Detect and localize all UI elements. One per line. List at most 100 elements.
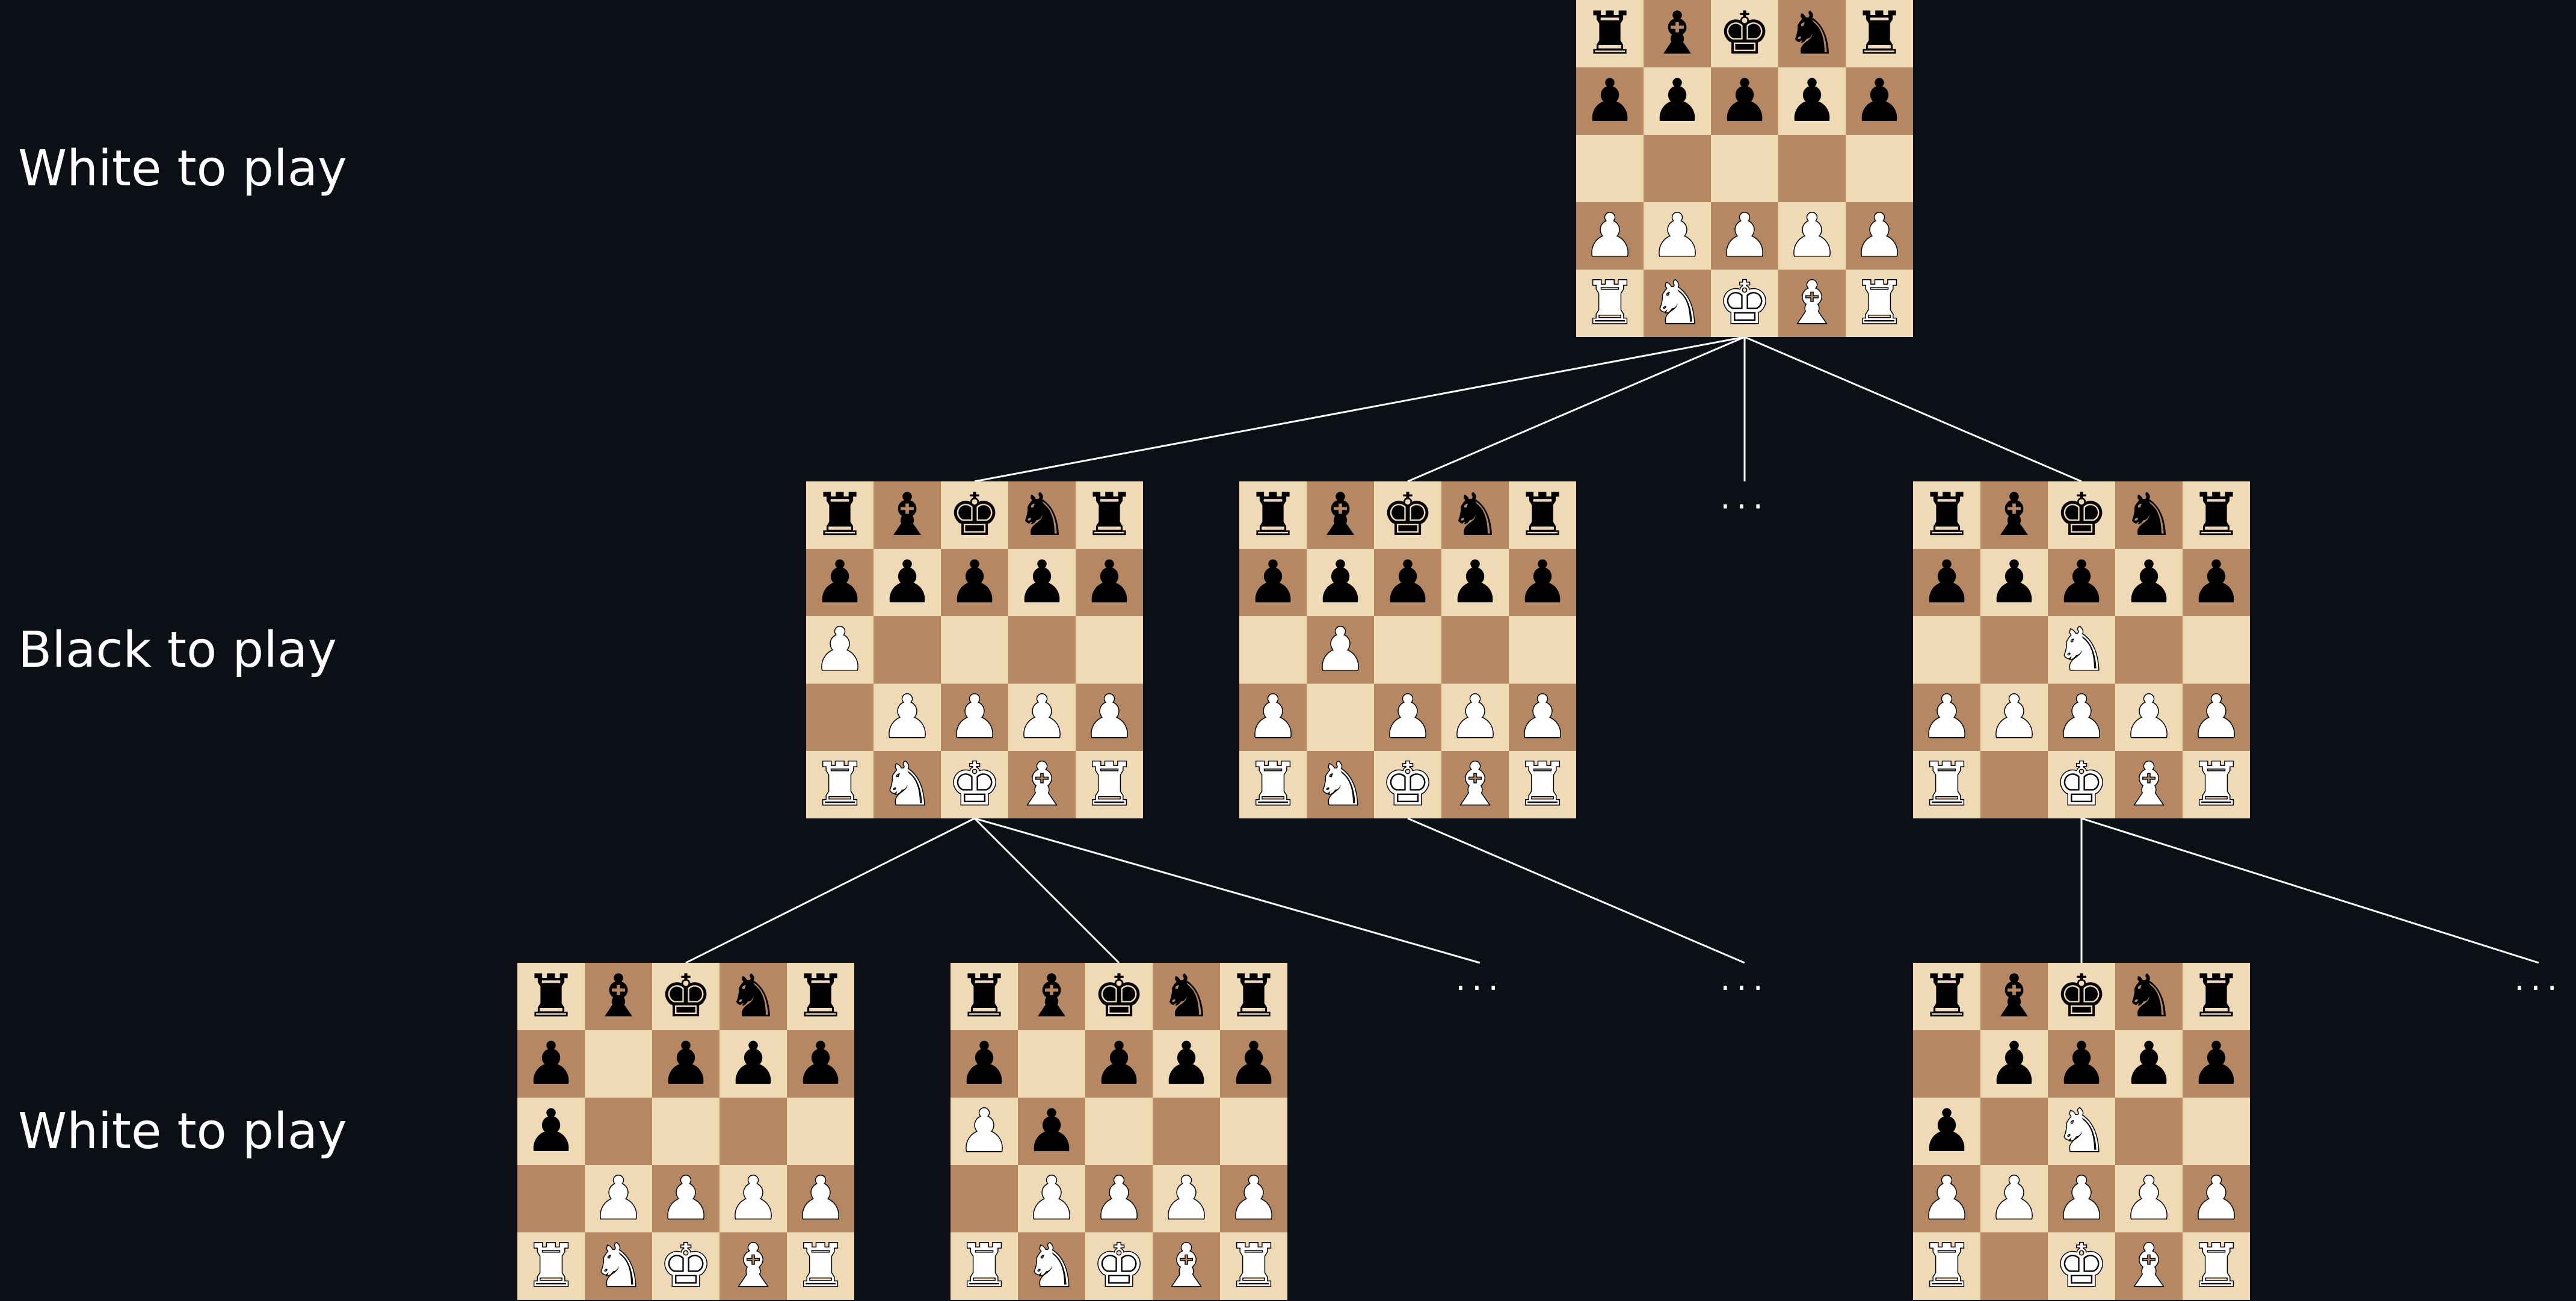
square: ♜: [806, 481, 874, 549]
black-pawn-icon: ♟: [1449, 549, 1502, 616]
square: ♜: [1913, 481, 1980, 549]
ellipsis-e-b1: ...: [1455, 960, 1505, 998]
square: [2115, 1098, 2183, 1165]
square: ♜: [517, 963, 585, 1030]
white-king-icon: ♚: [2054, 751, 2109, 818]
black-rook-icon: ♜: [1227, 963, 1280, 1030]
square: ♟: [2115, 1165, 2183, 1232]
square: ♝: [719, 1232, 787, 1300]
white-king-icon: ♚: [2054, 1232, 2109, 1300]
square: ♟: [1076, 684, 1143, 751]
level-label-2: White to play: [18, 1103, 347, 1160]
square: [1846, 135, 1913, 202]
square: ♟: [1220, 1165, 1287, 1232]
black-pawn-icon: ♟: [1381, 549, 1434, 616]
white-rook-icon: ♜: [793, 1232, 848, 1300]
white-pawn-icon: ♟: [2122, 684, 2177, 751]
white-pawn-icon: ♟: [948, 684, 1002, 751]
black-king-icon: ♚: [2055, 963, 2108, 1030]
square: ♝: [585, 963, 652, 1030]
square: ♟: [652, 1165, 719, 1232]
square: ♟: [1307, 549, 1374, 616]
square: ♟: [1846, 202, 1913, 270]
black-knight-icon: ♞: [2122, 963, 2175, 1030]
white-rook-icon: ♜: [1515, 751, 1570, 818]
black-pawn-icon: ♟: [1651, 67, 1704, 135]
black-bishop-icon: ♝: [1025, 963, 1078, 1030]
white-bishop-icon: ♝: [1785, 270, 1840, 337]
black-knight-icon: ♞: [1449, 481, 1502, 549]
white-bishop-icon: ♝: [1448, 751, 1503, 818]
black-king-icon: ♚: [1381, 481, 1434, 549]
square: ♞: [1307, 751, 1374, 818]
black-rook-icon: ♜: [1920, 963, 1973, 1030]
square: ♜: [1220, 1232, 1287, 1300]
white-pawn-icon: ♟: [591, 1165, 646, 1232]
black-king-icon: ♚: [659, 963, 712, 1030]
square: ♜: [1509, 481, 1576, 549]
square: ♟: [1509, 684, 1576, 751]
board-b1: ♜♝♚♞♜♟♟♟♟♟♟♟♟♟♟♜♞♚♝♜: [806, 481, 1143, 818]
square: ♜: [1239, 481, 1307, 549]
square: ♞: [2115, 481, 2183, 549]
square: [2183, 1098, 2250, 1165]
edge-b1-c2: [973, 817, 1120, 964]
square: ♟: [1374, 549, 1441, 616]
square: ♟: [1913, 549, 1980, 616]
square: ♟: [1008, 684, 1076, 751]
square: ♞: [1018, 1232, 1085, 1300]
square: ♟: [1076, 549, 1143, 616]
black-pawn-icon: ♟: [1246, 549, 1299, 616]
white-pawn-icon: ♟: [1159, 1165, 1214, 1232]
square: ♞: [1778, 0, 1846, 67]
edge-b2-e_b2: [1407, 817, 1745, 964]
square: ♝: [2115, 751, 2183, 818]
black-pawn-icon: ♟: [1160, 1030, 1213, 1098]
white-knight-icon: ♞: [591, 1232, 646, 1300]
square: ♜: [2183, 1232, 2250, 1300]
square: ♟: [1153, 1165, 1220, 1232]
square: ♝: [1778, 270, 1846, 337]
square: ♜: [1576, 0, 1644, 67]
square: [1913, 616, 1980, 684]
white-pawn-icon: ♟: [1852, 202, 1907, 270]
white-pawn-icon: ♟: [1987, 1165, 2042, 1232]
square: ♟: [874, 549, 941, 616]
square: ♟: [1307, 616, 1374, 684]
white-pawn-icon: ♟: [1650, 202, 1705, 270]
white-king-icon: ♚: [1381, 751, 1435, 818]
black-pawn-icon: ♟: [794, 1030, 847, 1098]
square: ♜: [1846, 0, 1913, 67]
square: [1374, 616, 1441, 684]
square: ♟: [1980, 1030, 2048, 1098]
square: ♚: [2048, 963, 2115, 1030]
black-pawn-icon: ♟: [2122, 1030, 2175, 1098]
square: ♟: [1711, 67, 1778, 135]
white-pawn-icon: ♟: [1227, 1165, 1281, 1232]
square: ♝: [1644, 0, 1711, 67]
square: ♟: [2048, 1030, 2115, 1098]
white-knight-icon: ♞: [1650, 270, 1705, 337]
black-pawn-icon: ♟: [727, 1030, 780, 1098]
black-pawn-icon: ♟: [2055, 549, 2108, 616]
square: ♜: [1846, 270, 1913, 337]
white-rook-icon: ♜: [1227, 1232, 1281, 1300]
square: ♚: [2048, 751, 2115, 818]
square: ♝: [2115, 1232, 2183, 1300]
square: ♟: [1018, 1165, 1085, 1232]
square: ♟: [1913, 1165, 1980, 1232]
square: ♝: [1980, 963, 2048, 1030]
level-label-0: White to play: [18, 140, 347, 197]
white-pawn-icon: ♟: [1920, 684, 1974, 751]
white-rook-icon: ♜: [524, 1232, 579, 1300]
square: [787, 1098, 854, 1165]
black-pawn-icon: ♟: [1516, 549, 1569, 616]
square: ♜: [787, 1232, 854, 1300]
square: ♞: [1644, 270, 1711, 337]
square: ♟: [2048, 549, 2115, 616]
black-bishop-icon: ♝: [1651, 0, 1704, 67]
square: ♟: [585, 1165, 652, 1232]
square: ♚: [941, 751, 1008, 818]
black-king-icon: ♚: [1092, 963, 1145, 1030]
